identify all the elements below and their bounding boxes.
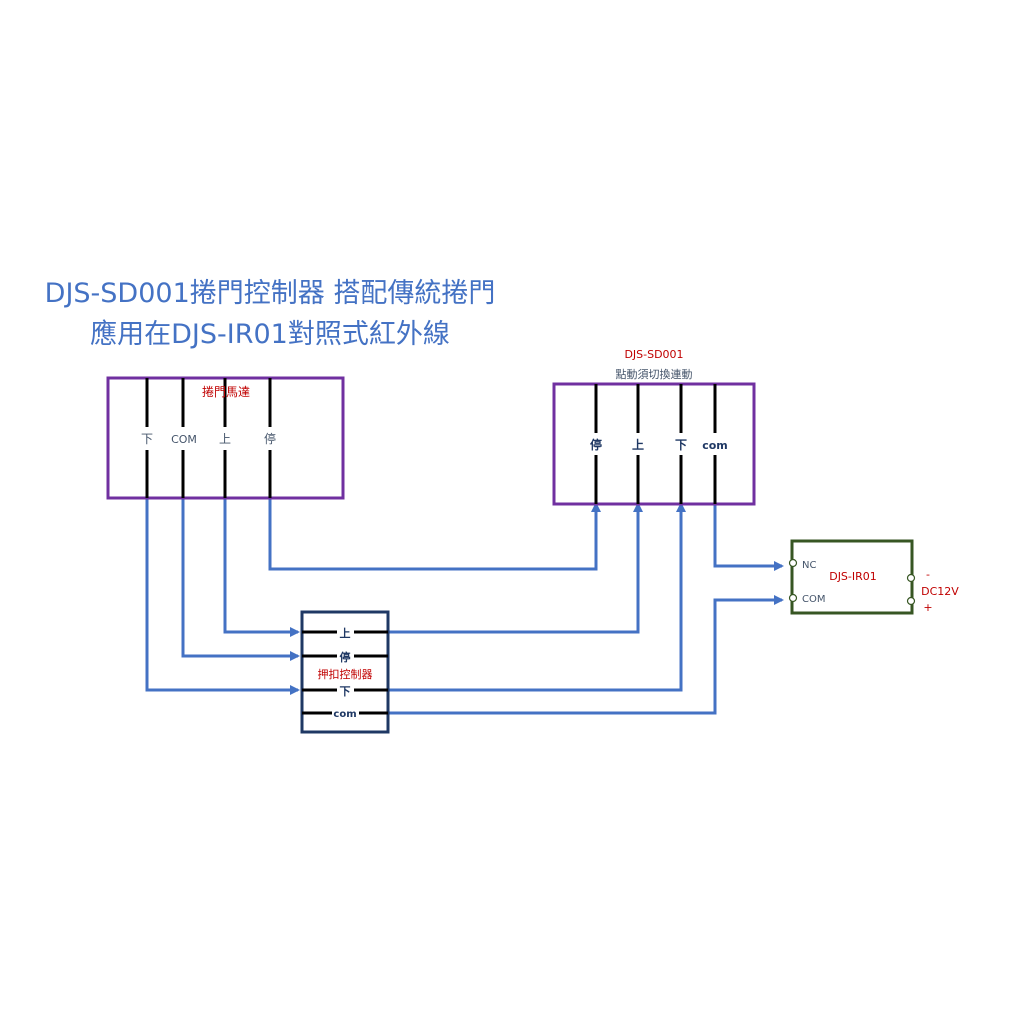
wire-motor-up-to-push-up — [223, 498, 300, 637]
diagram-title-line2: 應用在DJS-IR01對照式紅外線 — [90, 319, 450, 350]
wire-push-com-to-ir01-com — [388, 595, 784, 715]
sd001-terminal-up: 上 — [632, 437, 644, 452]
sd001-box: DJS-SD001 點動須切換連動 停 上 下 com — [552, 348, 756, 506]
sd001-terminal-com: com — [702, 439, 728, 452]
wire-push-down-to-sd001-down — [388, 502, 686, 692]
motor-terminal-up: 上 — [219, 432, 231, 446]
motor-terminal-down: 下 — [141, 432, 153, 446]
motor-box: 捲門馬達 下 COM 上 停 — [106, 376, 345, 500]
wire-sd001-com-to-ir01-nc — [713, 504, 784, 571]
ir01-com-terminal-icon — [788, 593, 798, 603]
push-terminal-up: 上 — [340, 626, 351, 640]
wire-motor-down-to-push-down — [145, 498, 300, 695]
sd001-subtitle: 點動須切換連動 — [616, 367, 693, 381]
ir01-nc-terminal-icon — [788, 558, 798, 568]
ir01-nc-label: NC — [802, 560, 816, 571]
wire-motor-com-to-push-stop — [181, 498, 300, 661]
motor-box-label: 捲門馬達 — [202, 385, 250, 399]
push-controller-box: 上 停 押扣控制器 下 com — [300, 610, 390, 734]
wires — [145, 498, 784, 715]
ir01-plus-terminal-icon — [906, 596, 916, 606]
push-terminal-com: com — [333, 709, 356, 720]
push-terminal-stop: 停 — [340, 650, 351, 664]
diagram-title-line1: DJS-SD001捲門控制器 搭配傳統捲門 — [45, 278, 496, 309]
motor-terminal-com: COM — [171, 433, 197, 446]
wire-motor-stop-to-sd001-stop — [268, 498, 601, 571]
ir01-power-label: DC12V — [921, 585, 959, 598]
ir01-com-label: COM — [802, 594, 825, 605]
ir01-minus-label: - — [926, 568, 930, 581]
sd001-terminal-down: 下 — [675, 438, 687, 452]
push-terminal-down: 下 — [340, 685, 351, 698]
motor-terminal-stop: 停 — [264, 431, 276, 446]
push-controller-label: 押扣控制器 — [318, 667, 373, 681]
ir01-minus-terminal-icon — [906, 573, 916, 583]
ir01-plus-label: + — [923, 601, 932, 614]
wire-push-up-to-sd001-up — [388, 502, 643, 634]
sd001-terminal-stop: 停 — [590, 437, 602, 452]
ir01-label: DJS-IR01 — [829, 570, 877, 583]
sd001-title: DJS-SD001 — [624, 348, 683, 361]
ir01-box: NC COM DJS-IR01 - DC12V + — [788, 539, 959, 615]
